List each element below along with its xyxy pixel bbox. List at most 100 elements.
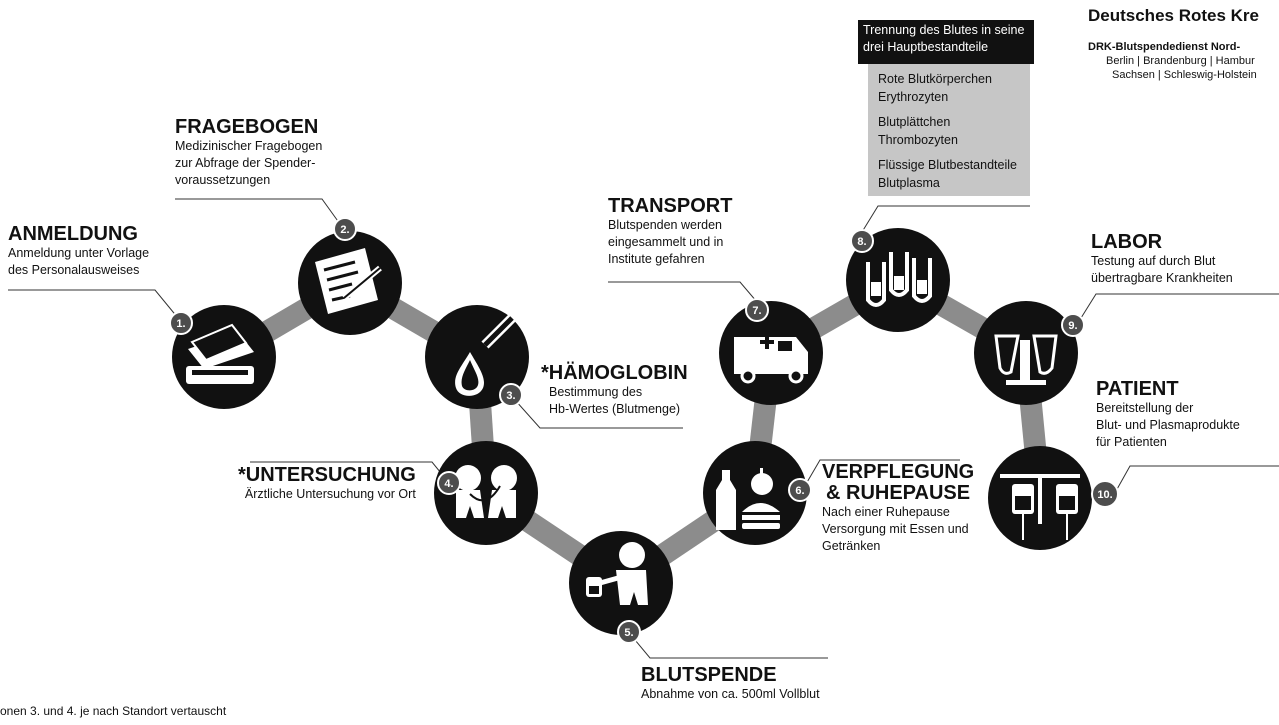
badge-7-number: 7. bbox=[752, 305, 761, 317]
step-3-circle bbox=[425, 305, 529, 409]
step-1-circle bbox=[172, 305, 276, 409]
component-liquid: Flüssige Blutbestandteile bbox=[878, 158, 1017, 172]
step-7-desc-2: eingesammelt und in bbox=[608, 235, 724, 249]
step-6-title-2: & RUHEPAUSE bbox=[826, 482, 971, 504]
step-2-circle bbox=[298, 231, 402, 335]
step-5-desc-1: Abnahme von ca. 500ml Vollblut bbox=[641, 687, 820, 701]
badge-8-number: 8. bbox=[857, 236, 866, 248]
component-red-cells: Rote Blutkörperchen bbox=[878, 72, 992, 86]
lab-tubes-stand-icon bbox=[994, 334, 1058, 385]
step-1-title: ANMELDUNG bbox=[8, 223, 138, 245]
step-8-circle bbox=[846, 228, 950, 332]
step-6-label: VERPFLEGUNG & RUHEPAUSE Nach einer Ruhep… bbox=[822, 462, 974, 555]
step-3-title: *HÄMOGLOBIN bbox=[541, 362, 688, 384]
step-2-desc-3: voraussetzungen bbox=[175, 173, 271, 187]
step-1-desc-1: Anmeldung unter Vorlage bbox=[8, 246, 150, 260]
leader-1 bbox=[8, 289, 179, 319]
step-1-label: ANMELDUNG Anmeldung unter Vorlage des Pe… bbox=[8, 224, 149, 279]
step-10-label: PATIENT Bereitstellung der Blut- und Pla… bbox=[1096, 379, 1240, 451]
test-tubes-icon bbox=[866, 252, 932, 307]
step-3-desc-1: Bestimmung des bbox=[549, 385, 643, 399]
org-subtitle: DRK-Blutspendedienst Nord- bbox=[1088, 41, 1241, 53]
component-plasma: Blutplasma bbox=[878, 176, 940, 190]
footnote: onen 3. und 4. je nach Standort vertausc… bbox=[0, 704, 227, 718]
food-drink-icon bbox=[716, 468, 780, 530]
leader-7 bbox=[608, 281, 758, 303]
step-6-desc-3: Getränken bbox=[822, 539, 881, 553]
step-9-label: LABOR Testung auf durch Blut übertragbar… bbox=[1091, 232, 1233, 287]
step-5-label: BLUTSPENDE Abnahme von ca. 500ml Vollblu… bbox=[641, 665, 820, 703]
badge-1-number: 1. bbox=[176, 318, 185, 330]
id-card-reader-icon bbox=[186, 323, 254, 384]
blood-bags-drip-icon bbox=[1000, 474, 1080, 540]
component-thrombocytes: Thrombozyten bbox=[878, 133, 958, 147]
badge-9-number: 9. bbox=[1068, 320, 1077, 332]
step-2-title: FRAGEBOGEN bbox=[175, 116, 319, 138]
step-6-desc-2: Versorgung mit Essen und bbox=[822, 522, 969, 536]
leader-2 bbox=[175, 198, 341, 225]
doctor-examination-icon bbox=[455, 465, 517, 518]
components-heading-line-1: Trennung des Blutes in seine bbox=[863, 23, 1025, 37]
step-10-desc-3: für Patienten bbox=[1096, 435, 1167, 449]
step-6-title-1: VERPFLEGUNG bbox=[822, 461, 975, 483]
leader-6 bbox=[805, 459, 960, 485]
components-box bbox=[868, 64, 1030, 196]
donor-blood-bag-icon bbox=[586, 542, 648, 605]
step-9-desc-1: Testung auf durch Blut bbox=[1091, 254, 1216, 268]
component-erythrocytes: Erythrozyten bbox=[878, 90, 949, 104]
step-2-desc-2: zur Abfrage der Spender- bbox=[175, 156, 316, 170]
step-2-desc-1: Medizinischer Fragebogen bbox=[175, 139, 323, 153]
step-10-desc-2: Blut- und Plasmaprodukte bbox=[1096, 418, 1240, 432]
step-10-title: PATIENT bbox=[1096, 378, 1179, 400]
badge-2: 2. bbox=[333, 217, 357, 241]
step-5-title: BLUTSPENDE bbox=[641, 664, 777, 686]
step-9-title: LABOR bbox=[1091, 231, 1163, 253]
badge-4: 4. bbox=[437, 471, 461, 495]
leader-10 bbox=[1115, 465, 1279, 492]
badge-3: 3. bbox=[499, 383, 523, 407]
components-heading: Trennung des Blutes in seine drei Hauptb… bbox=[858, 20, 1034, 64]
badge-10-number: 10. bbox=[1097, 489, 1112, 501]
badge-6: 6. bbox=[788, 478, 812, 502]
step-10-desc-1: Bereitstellung der bbox=[1096, 401, 1194, 415]
org-regions-line-2: Sachsen | Schleswig-Holstein bbox=[1112, 69, 1257, 81]
step-3-label: *HÄMOGLOBIN Bestimmung des Hb-Wertes (Bl… bbox=[541, 363, 688, 418]
ambulance-icon bbox=[734, 335, 808, 384]
step-7-desc-3: Institute gefahren bbox=[608, 252, 705, 266]
badge-5-number: 5. bbox=[624, 627, 633, 639]
badge-7: 7. bbox=[745, 298, 769, 322]
step-6-desc-1: Nach einer Ruhepause bbox=[822, 505, 950, 519]
badge-4-number: 4. bbox=[444, 478, 453, 490]
badge-10: 10. bbox=[1091, 480, 1119, 508]
step-3-desc-2: Hb-Wertes (Blutmenge) bbox=[549, 402, 681, 416]
org-title: Deutsches Rotes Kre bbox=[1088, 6, 1260, 25]
blood-drop-tube-icon bbox=[455, 314, 516, 396]
number-badges: 1. 2. 3. 4. 5. 6. 7. 8. 9. 10. bbox=[169, 217, 1119, 644]
step-7-desc-1: Blutspenden werden bbox=[608, 218, 722, 232]
step-7-label: TRANSPORT Blutspenden werden eingesammel… bbox=[608, 196, 732, 268]
step-4-circle bbox=[434, 441, 538, 545]
step-1-desc-2: des Personalausweises bbox=[8, 263, 140, 277]
badge-1: 1. bbox=[169, 311, 193, 335]
step-4-desc-1: Ärztliche Untersuchung vor Ort bbox=[244, 487, 416, 501]
badge-3-number: 3. bbox=[506, 390, 515, 402]
leader-5 bbox=[634, 639, 828, 659]
badge-5: 5. bbox=[617, 620, 641, 644]
step-2-label: FRAGEBOGEN Medizinischer Fragebogen zur … bbox=[175, 117, 322, 189]
leader-3 bbox=[514, 399, 683, 429]
step-10-circle bbox=[988, 446, 1092, 550]
step-9-circle bbox=[974, 301, 1078, 405]
step-4-title: *UNTERSUCHUNG bbox=[238, 464, 416, 486]
leader-9 bbox=[1080, 293, 1279, 319]
step-9-desc-2: übertragbare Krankheiten bbox=[1091, 271, 1233, 285]
questionnaire-pen-icon bbox=[315, 248, 382, 314]
component-platelets: Blutplättchen bbox=[878, 115, 951, 129]
step-7-circle bbox=[719, 301, 823, 405]
badge-8: 8. bbox=[850, 229, 874, 253]
step-7-title: TRANSPORT bbox=[608, 195, 733, 217]
components-heading-line-2: drei Hauptbestandteile bbox=[863, 40, 989, 54]
leader-8 bbox=[861, 205, 1030, 233]
step-4-label: *UNTERSUCHUNG Ärztliche Untersuchung vor… bbox=[238, 465, 416, 503]
